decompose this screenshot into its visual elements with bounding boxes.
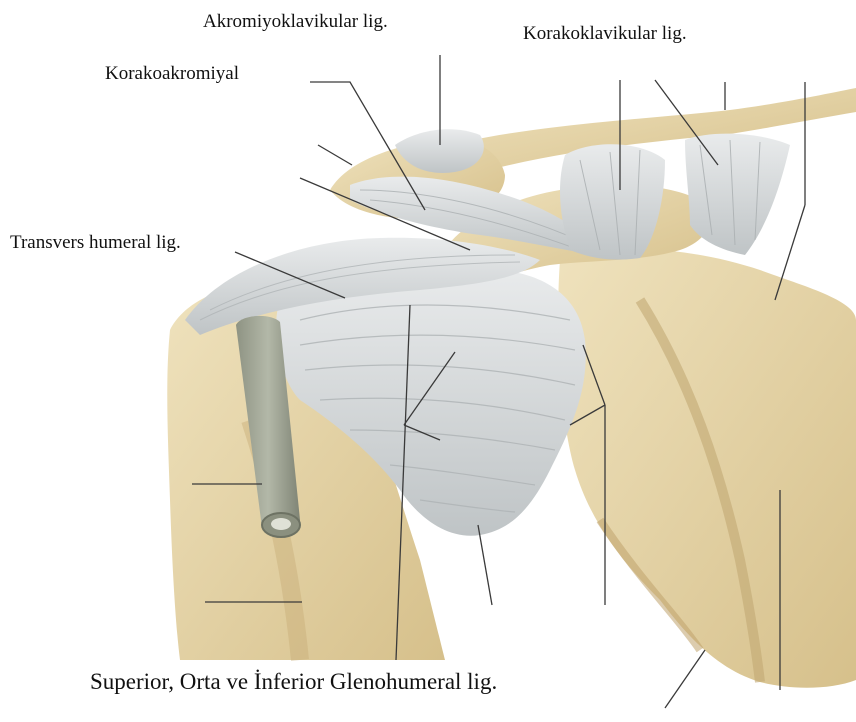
tendon-lumen — [271, 518, 291, 530]
label-glenohumeral: Superior, Orta ve İnferior Glenohumeral … — [90, 670, 497, 693]
label-korakoakromiyal: Korakoakromiyal — [105, 64, 239, 83]
scapula-bone — [558, 249, 856, 688]
trapezoid-ligament — [560, 144, 665, 259]
leader-scapula-lateral — [665, 650, 705, 708]
leader-axillary-recess — [478, 525, 492, 605]
leader-acromion-1 — [318, 145, 352, 165]
label-transvers-humeral: Transvers humeral lig. — [10, 233, 181, 252]
label-akromiyoklavikular: Akromiyoklavikular lig. — [203, 12, 388, 31]
label-korakoklavikular: Korakoklavikular lig. — [523, 24, 687, 43]
